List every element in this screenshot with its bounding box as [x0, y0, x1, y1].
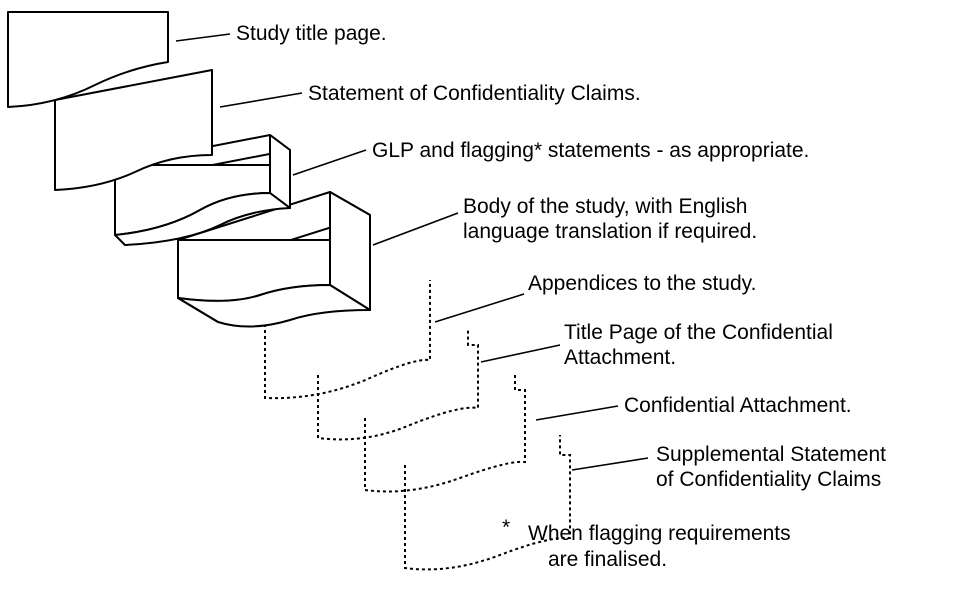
statement-confidentiality-page: [54, 69, 213, 191]
label-title-page-confidential-line1: Title Page of the Confidential: [564, 321, 833, 344]
body-of-study-page: [177, 191, 371, 328]
label-title-page-confidential-line2: Attachment.: [564, 346, 677, 369]
leader-glp-flagging: [292, 149, 367, 176]
label-study-title-page: Study title page.: [236, 22, 387, 45]
leader-body-of-study: [372, 212, 459, 246]
leader-study-title: [175, 33, 231, 42]
leader-title-page-confidential: [480, 344, 561, 363]
label-confidential-attachment: Confidential Attachment.: [624, 394, 852, 417]
confidential-attachment-page: [364, 375, 526, 493]
footnote-line1: When flagging requirements: [528, 522, 791, 545]
leader-statement-confidentiality: [219, 92, 303, 108]
label-supplemental-statement-line2: of Confidentiality Claims: [656, 468, 882, 491]
supplemental-statement-page: [404, 435, 571, 571]
footnote-line2: are finalised.: [548, 548, 668, 571]
label-glp-flagging: GLP and flagging* statements - as approp…: [372, 139, 810, 162]
label-body-of-study-line2: language translation if required.: [463, 220, 758, 243]
label-statement-confidentiality: Statement of Confidentiality Claims.: [308, 82, 641, 105]
label-supplemental-statement-line1: Supplemental Statement: [656, 443, 886, 466]
label-body-of-study-line1: Body of the study, with English: [463, 195, 748, 218]
leader-appendices: [434, 293, 525, 323]
title-page-confidential-attachment-page: [317, 330, 479, 441]
label-appendices: Appendices to the study.: [528, 272, 757, 295]
glp-and-flagging-page: [114, 134, 291, 246]
leader-lines: [175, 33, 649, 471]
footnote-marker: *: [502, 516, 511, 539]
leader-supplemental-statement: [571, 457, 649, 471]
appendices-page: [264, 280, 431, 400]
study-title-page: [7, 11, 169, 108]
leader-confidential-attachment: [535, 405, 619, 421]
